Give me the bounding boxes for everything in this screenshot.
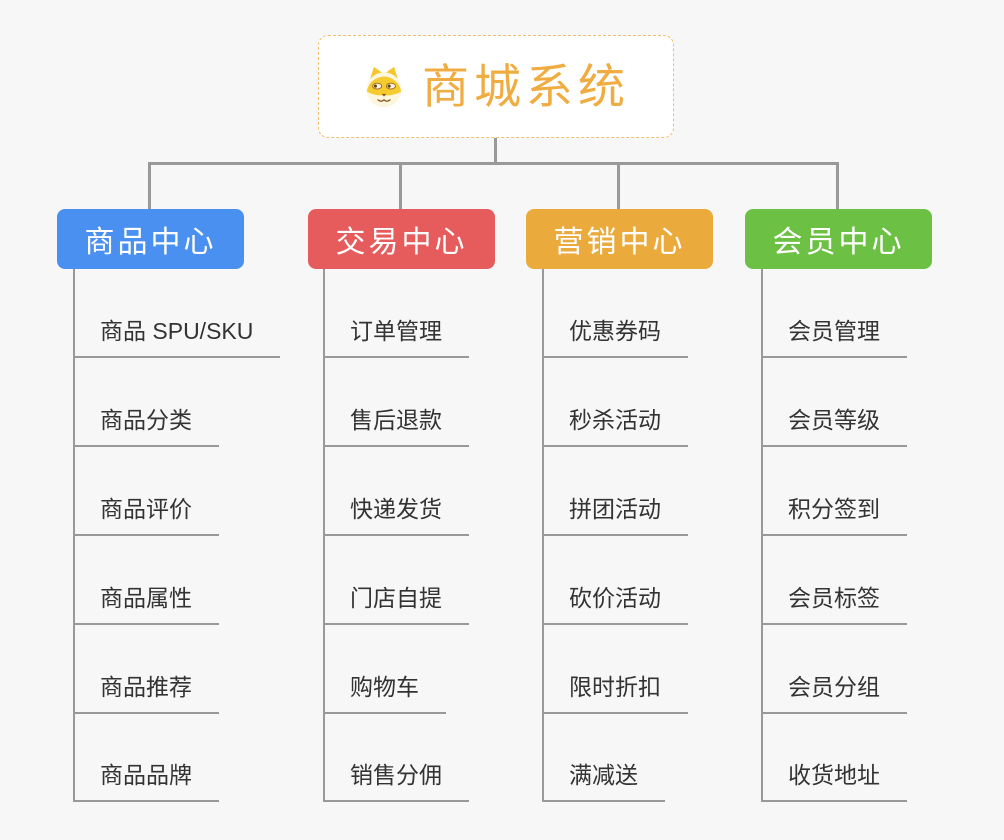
leaf-item[interactable]: 商品品牌: [73, 759, 219, 802]
branch-label-products: 商品中心: [84, 226, 217, 259]
branch-header-trade[interactable]: 交易中心: [308, 209, 495, 269]
branch-header-members[interactable]: 会员中心: [745, 209, 932, 269]
branch-header-products[interactable]: 商品中心: [57, 209, 244, 269]
branch-label-marketing: 营销中心: [553, 226, 686, 259]
connector-drop-members: [836, 162, 839, 210]
leaf-item[interactable]: 积分签到: [761, 493, 907, 536]
branch-header-marketing[interactable]: 营销中心: [526, 209, 713, 269]
leaf-item[interactable]: 销售分佣: [323, 759, 469, 802]
leaf-item[interactable]: 收货地址: [761, 759, 907, 802]
leaf-item[interactable]: 售后退款: [323, 404, 469, 447]
leaf-item[interactable]: 商品推荐: [73, 671, 219, 714]
connector-root-stub: [494, 138, 497, 163]
connector-drop-trade: [399, 162, 402, 210]
leaf-item[interactable]: 优惠券码: [542, 315, 688, 358]
leaf-item[interactable]: 限时折扣: [542, 671, 688, 714]
leaf-item[interactable]: 会员标签: [761, 582, 907, 625]
leaf-item[interactable]: 拼团活动: [542, 493, 688, 536]
leaf-item[interactable]: 满减送: [542, 759, 665, 802]
leaf-item[interactable]: 秒杀活动: [542, 404, 688, 447]
leaf-item[interactable]: 订单管理: [323, 315, 469, 358]
leaf-item[interactable]: 快递发货: [323, 493, 469, 536]
root-title: 商城系统: [422, 60, 630, 113]
branch-label-trade: 交易中心: [335, 226, 468, 259]
root-node[interactable]: 商城系统: [318, 35, 674, 138]
leaf-item[interactable]: 门店自提: [323, 582, 469, 625]
connector-drop-marketing: [617, 162, 620, 210]
leaf-item[interactable]: 商品分类: [73, 404, 219, 447]
connector-drop-products: [148, 162, 151, 210]
connector-horizontal: [148, 162, 839, 165]
leaf-item[interactable]: 商品评价: [73, 493, 219, 536]
leaf-item[interactable]: 会员分组: [761, 671, 907, 714]
branch-label-members: 会员中心: [772, 226, 905, 259]
leaf-item[interactable]: 砍价活动: [542, 582, 688, 625]
leaf-item[interactable]: 商品 SPU/SKU: [73, 315, 281, 358]
doge-face-icon: [362, 65, 406, 109]
leaf-item[interactable]: 商品属性: [73, 582, 219, 625]
leaf-item[interactable]: 会员管理: [761, 315, 907, 358]
leaf-item[interactable]: 会员等级: [761, 404, 907, 447]
leaf-item[interactable]: 购物车: [323, 671, 446, 714]
